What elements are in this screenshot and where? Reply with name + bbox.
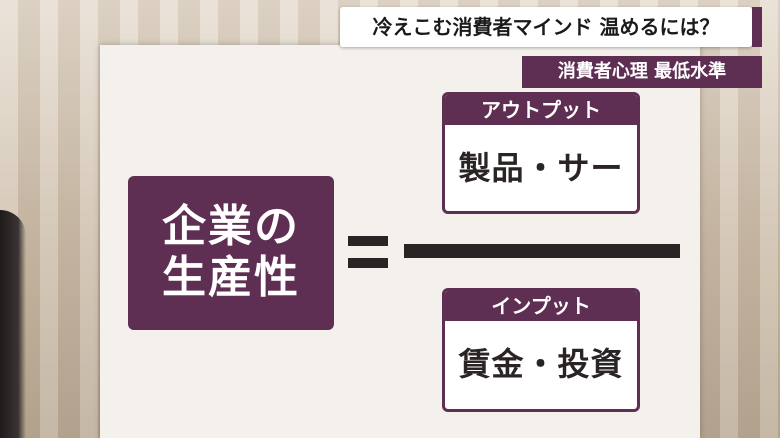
productivity-term-box: 企業の 生産性 [128, 176, 334, 330]
caption-accent-bar [752, 7, 762, 47]
presenter-silhouette [0, 210, 26, 438]
equals-bar-bottom [348, 258, 388, 268]
denominator-header: インプット [445, 291, 637, 321]
productivity-term-line1: 企業の [162, 201, 300, 253]
equals-sign [348, 236, 388, 268]
news-headline-caption: 冷えこむ消費者マインド 温めるには？ [340, 7, 752, 47]
denominator-body: 賃金・投資 [458, 345, 624, 383]
denominator-box: インプット 賃金・投資 [442, 288, 640, 412]
numerator-header: アウトプット [445, 95, 637, 125]
numerator-body: 製品・サービス [458, 149, 624, 187]
fraction-line [404, 244, 680, 258]
productivity-term-line2: 生産性 [162, 252, 300, 303]
equals-bar-top [348, 236, 388, 246]
numerator-box: アウトプット 製品・サービス [442, 92, 640, 214]
news-subheadline-caption: 消費者心理 最低水準 [522, 56, 762, 88]
